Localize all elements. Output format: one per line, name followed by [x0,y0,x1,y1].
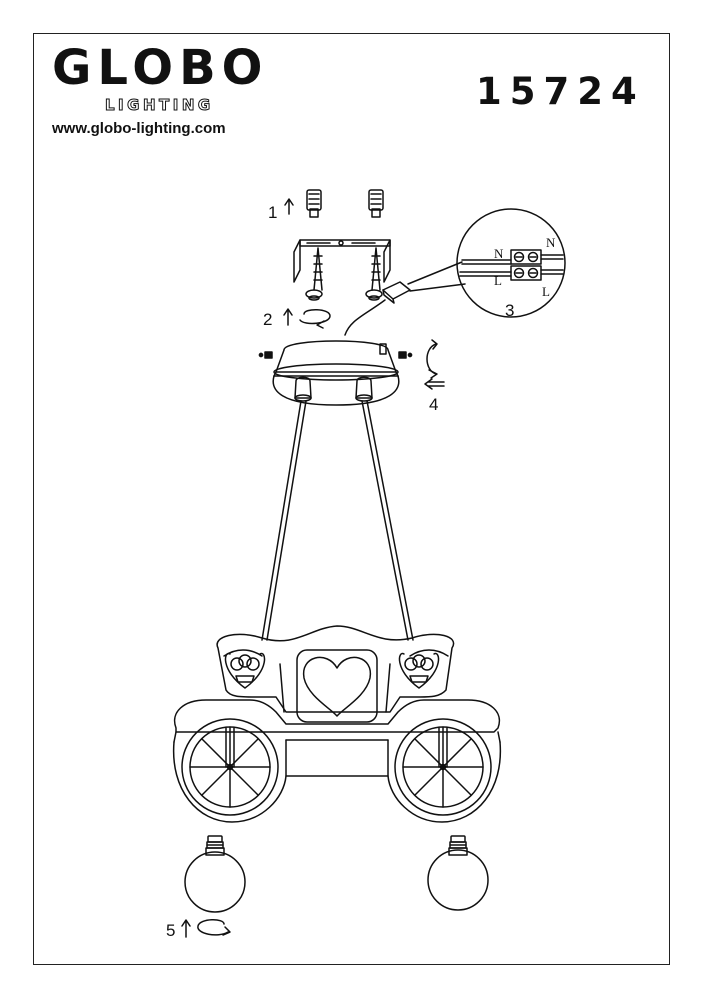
rod-holder-left [294,376,312,402]
model-number: 15724 [476,70,645,113]
heart-ornament-right [398,652,440,689]
bulb-icon [184,835,246,913]
screw-icon [258,351,413,359]
wire-n [461,254,564,265]
arrow-up-icon [181,919,191,938]
suspension-rod-right [361,400,414,641]
carriage-base [172,699,502,823]
heart-ornament-center [296,649,378,723]
wire-label-n-right: N [546,235,556,250]
rotate-arrow-icon [426,339,438,379]
step-3-label: 3 [505,301,514,320]
heart-ornament-left [224,652,266,689]
arrow-left-icon [424,378,445,390]
screw-icon [365,247,383,301]
terminal-block [510,249,542,281]
rotate-arrow-icon [197,919,231,936]
brand-url[interactable]: www.globo-lighting.com [52,120,226,137]
mounting-bracket [293,239,391,283]
wire-label-l-right: L [542,284,550,299]
carriage-body [216,625,455,713]
brand-subtitle: LIGHTING [105,96,214,114]
wiring-detail-circle [456,208,566,318]
bulb-icon [427,835,489,911]
connector-box [382,281,411,304]
wire-label-n-left: N [494,246,504,261]
wire-label-l-left: L [494,273,502,288]
zoom-leader-line [407,261,466,292]
step-2-label: 2 [263,310,272,329]
screw-icon [305,247,323,301]
arrow-up-icon [283,308,293,326]
wheel-right [394,718,492,816]
wall-plug-left [306,189,322,218]
page-frame [33,33,670,965]
step-1-label: 1 [268,203,277,222]
ceiling-canopy [272,340,400,406]
brand-logo: GLOBO [52,40,269,96]
arrow-up-icon [284,198,294,215]
step-5-label: 5 [166,921,175,940]
power-cable [344,299,386,336]
step-4-label: 4 [429,395,438,414]
rotate-arrow-icon [299,309,331,329]
rod-holder-right [355,376,373,402]
suspension-rod-left [261,400,307,641]
wire-l [459,269,564,277]
wheel-left [181,718,279,816]
wall-plug-right [368,189,384,218]
